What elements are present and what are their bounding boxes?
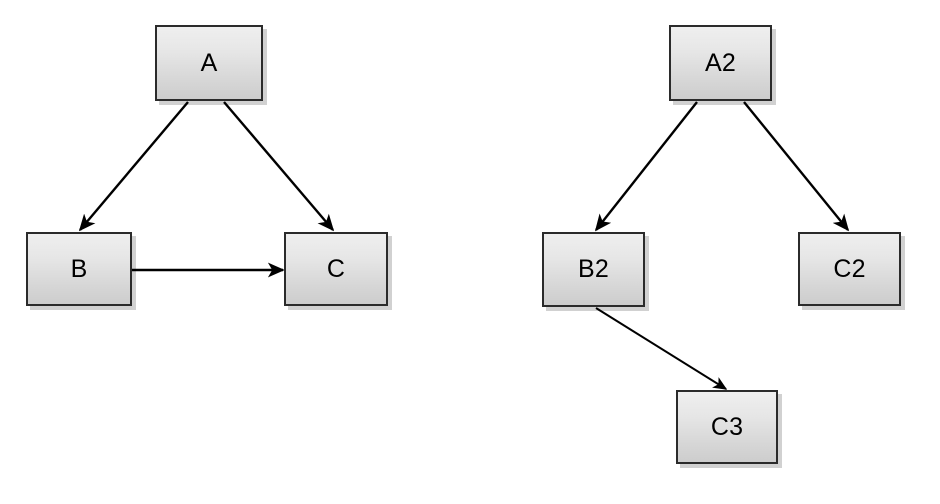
edge-a2-to-b2: [594, 101, 698, 232]
node-c3-label: C3: [710, 412, 744, 441]
node-c2[interactable]: C2: [798, 232, 901, 306]
edge-b2-to-c3: [595, 307, 728, 390]
edge-a-to-c: [223, 101, 335, 232]
node-b2[interactable]: B2: [542, 232, 645, 307]
node-a-label: A: [200, 48, 218, 77]
node-b[interactable]: B: [26, 232, 132, 306]
node-c[interactable]: C: [284, 232, 388, 306]
node-c2-label: C2: [833, 254, 866, 283]
edge-a2-to-c2: [743, 101, 850, 232]
node-c-label: C: [326, 254, 346, 283]
node-a[interactable]: A: [155, 25, 263, 101]
node-a2[interactable]: A2: [669, 25, 772, 101]
node-a2-label: A2: [705, 48, 736, 77]
node-b2-label: B2: [578, 255, 609, 283]
node-c3[interactable]: C3: [676, 390, 778, 464]
edge-a-to-b: [78, 101, 189, 232]
node-b-label: B: [70, 254, 88, 283]
